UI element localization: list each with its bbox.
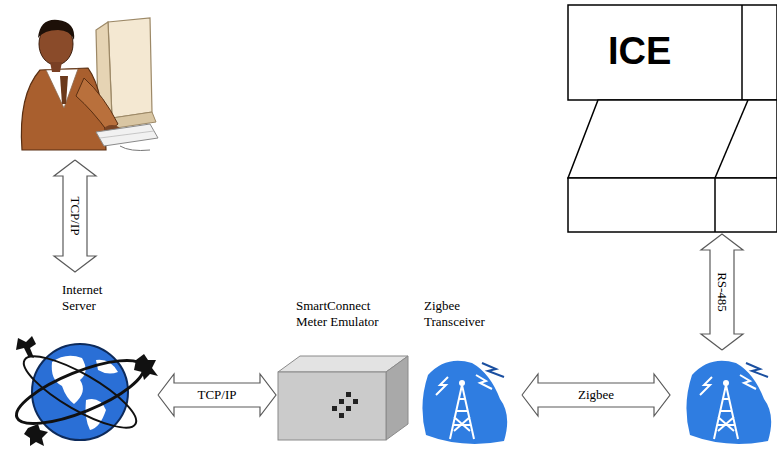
node-label: Internet Server [62,282,124,314]
node-label: Zigbee Transceiver [424,298,502,330]
arrow-label-holder: TCP/IP [197,388,236,402]
meter-emulator-box [278,356,408,440]
user-illustration [21,18,158,151]
globe-icon [9,336,158,446]
block-arrow [158,374,276,416]
protocol-label: RS-485 [715,272,729,312]
arrow-label-holder: TCP/IP [68,196,82,235]
transceiver-icon [686,361,771,444]
zigbee-transceiver: Zigbee Transceiver [412,296,522,446]
protocol-label: Zigbee [578,388,614,402]
arrow-label-holder: Zigbee [578,388,614,402]
meter-emulator: SmartConnect Meter Emulator [276,296,410,444]
ice-machine-outline [568,5,777,232]
node-label: SmartConnect Meter Emulator [296,298,400,330]
remote-transceiver [670,350,774,446]
internet-server: Internet Server [8,272,158,446]
ice-machine: ICE [568,4,777,234]
protocol-label: TCP/IP [68,196,82,235]
node-label: ICE [608,30,738,73]
arrow-label-holder: RS-485 [715,272,729,312]
protocol-label: TCP/IP [197,388,236,402]
block-arrow [54,160,96,272]
block-arrow [701,234,743,350]
transceiver-icon [422,361,507,444]
user-workstation [15,8,160,160]
block-arrow [522,374,670,416]
